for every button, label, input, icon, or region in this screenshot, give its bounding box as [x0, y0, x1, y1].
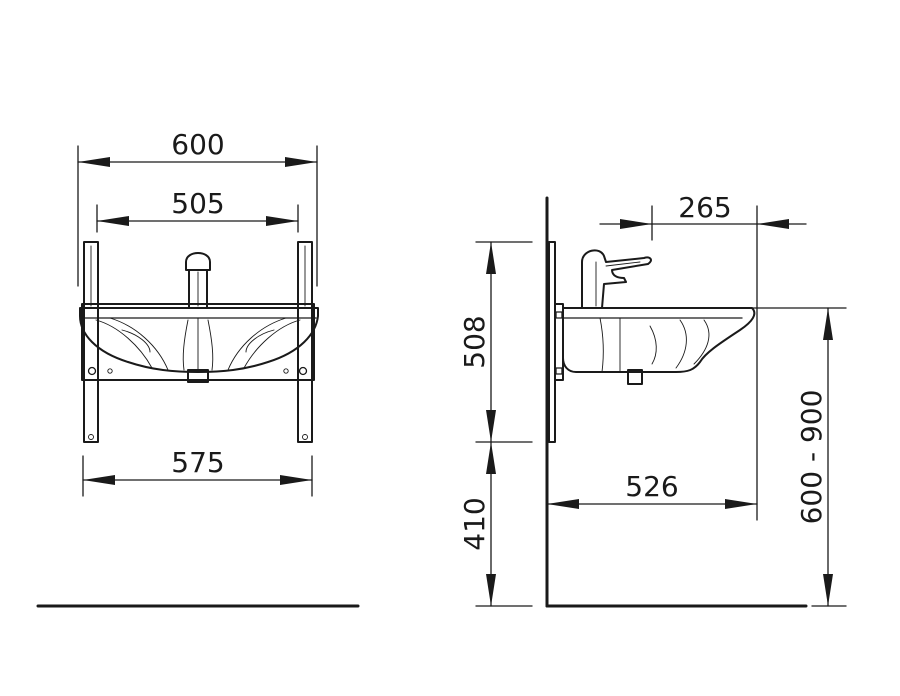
dim-526: 526 [546, 470, 758, 509]
dim-575: 575 [82, 446, 313, 497]
dim-410-label: 410 [458, 497, 491, 550]
front-frame-left-post [83, 241, 99, 443]
side-faucet [581, 249, 652, 309]
dim-265: 265 [599, 191, 807, 521]
front-faucet [185, 252, 211, 309]
front-basin [79, 307, 319, 373]
dim-600-900-label: 600 - 900 [795, 390, 828, 525]
front-frame-screw-right [298, 366, 308, 376]
side-view: 265 508 410 526 [458, 191, 847, 608]
dim-410: 410 [458, 441, 533, 607]
dim-575-label: 575 [171, 446, 224, 479]
front-frame-screw-left [87, 366, 97, 376]
front-frame-right-post [297, 241, 313, 443]
side-basin [562, 307, 756, 373]
dim-505: 505 [96, 187, 299, 233]
dim-600: 600 [77, 128, 318, 287]
side-drain [627, 369, 643, 385]
dim-600-900: 600 - 900 [739, 307, 847, 607]
dim-526-label: 526 [625, 470, 678, 503]
dim-265-label: 265 [678, 191, 731, 224]
dim-600-label: 600 [171, 128, 224, 161]
dim-505-label: 505 [171, 187, 224, 220]
front-drain [187, 369, 209, 383]
dim-508-label: 508 [458, 315, 491, 368]
dim-508: 508 [458, 241, 533, 443]
front-view: 600 505 575 [36, 128, 360, 608]
